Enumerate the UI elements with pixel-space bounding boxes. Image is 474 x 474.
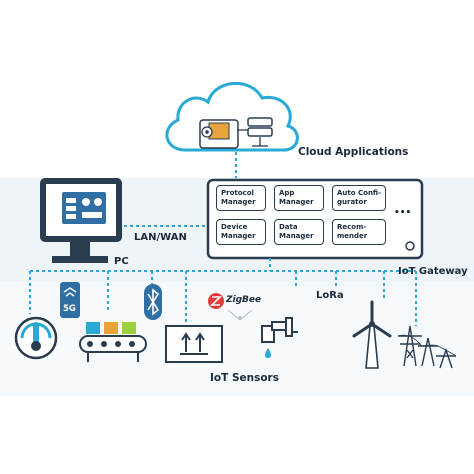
pc-label: PC <box>114 256 129 267</box>
gateway-module-auto-configurator: Auto Confi- gurator <box>332 185 386 211</box>
water-tap-icon <box>261 317 298 358</box>
conveyor-icon <box>79 322 147 362</box>
bluetooth-icon <box>144 284 162 320</box>
gateway-label: IoT Gateway <box>398 266 468 277</box>
zigbee-logo-icon <box>208 293 253 321</box>
lora-label: LoRa <box>316 290 344 301</box>
fiveg-label: 5G <box>63 304 76 314</box>
pc-monitor-icon <box>40 178 122 263</box>
gateway-module-app-manager: App Manager <box>274 185 324 211</box>
cloud-icon <box>165 82 299 152</box>
power-pylon-icon <box>397 325 457 369</box>
gateway-more-dots: ••• <box>394 208 412 218</box>
zigbee-label: ZigBee <box>226 295 262 305</box>
gateway-module-recommender: Recom- mender <box>332 219 386 245</box>
gateway-module-protocol-manager: Protocol Manager <box>216 185 266 211</box>
container-icon <box>165 325 223 363</box>
gauge-icon <box>14 316 58 360</box>
cloud-applications-label: Cloud Applications <box>298 146 409 158</box>
gateway-module-device-manager: Device Manager <box>216 219 266 245</box>
gateway-module-data-manager: Data Manager <box>274 219 324 245</box>
lan-wan-label: LAN/WAN <box>134 232 187 243</box>
gateway-indicator <box>405 241 415 251</box>
sensor-bus <box>29 258 417 326</box>
sensors-label: IoT Sensors <box>210 372 279 384</box>
mobile-5g-icon <box>60 282 80 318</box>
wind-turbine-icon <box>352 300 392 369</box>
